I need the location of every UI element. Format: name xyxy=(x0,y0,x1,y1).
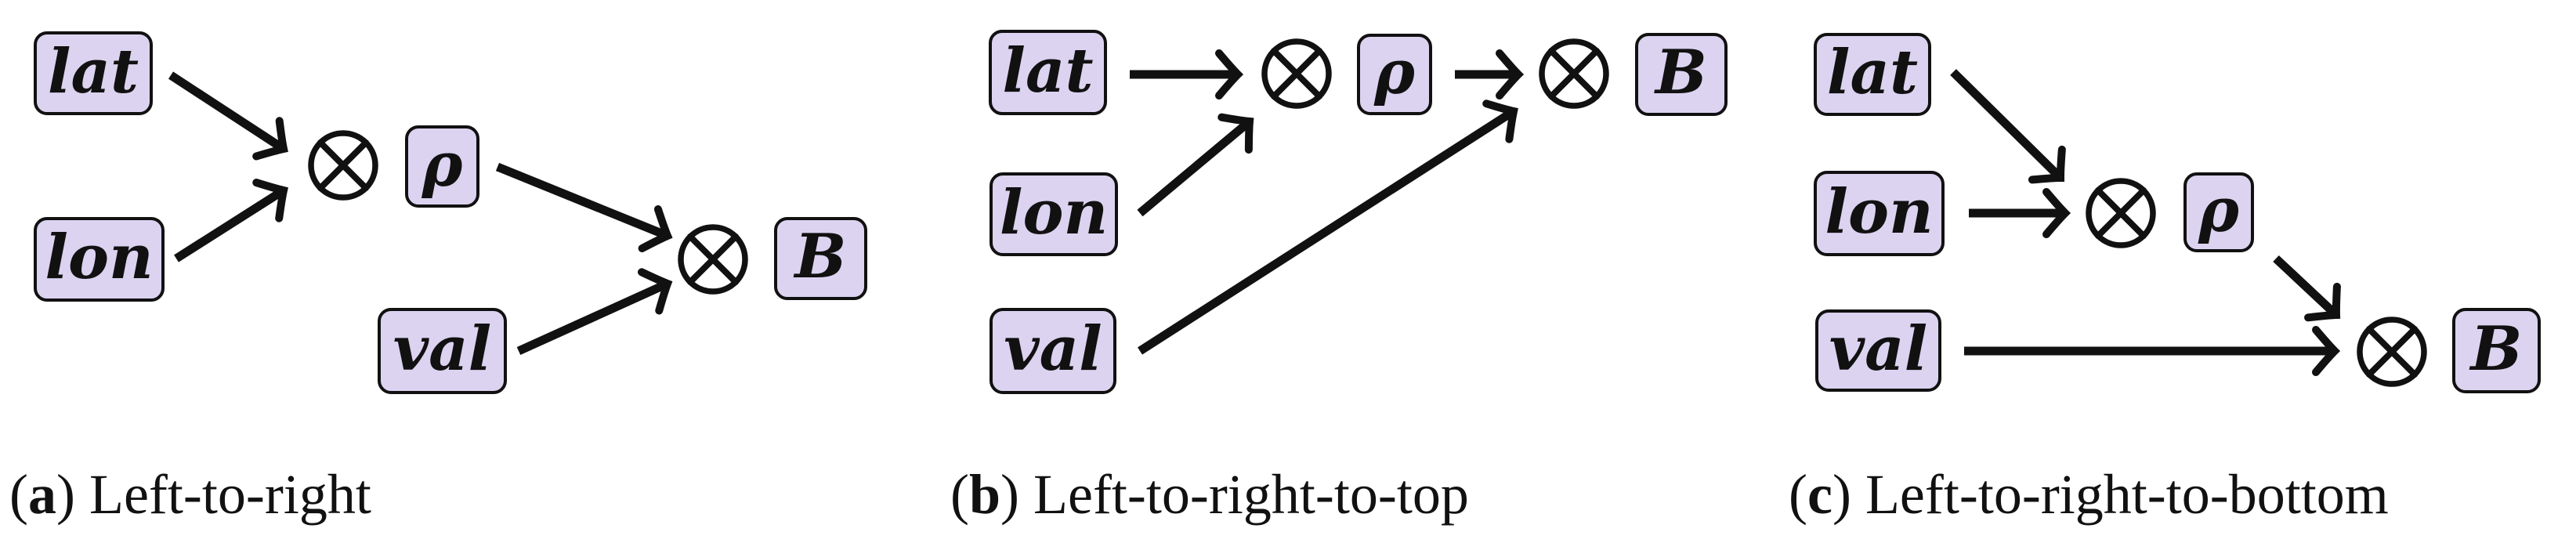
otimes-icon-a-otimes-1 xyxy=(308,130,378,201)
otimes-icon-c-otimes-1 xyxy=(2086,178,2156,248)
caption-a: (a) Left-to-right xyxy=(9,462,371,527)
otimes-icon-c-otimes-2 xyxy=(2357,317,2427,387)
caption-cap-close: ) xyxy=(1832,463,1851,526)
caption-cap-close: ) xyxy=(56,463,75,526)
caption-cap-text: Left-to-right-to-top xyxy=(1033,463,1469,526)
node-label: B xyxy=(1655,37,1707,108)
node-a-rho: ρ xyxy=(405,125,479,208)
node-label: ρ xyxy=(2198,175,2239,246)
node-label: lat xyxy=(1002,34,1094,107)
node-label: val xyxy=(1829,313,1928,385)
caption-b: (b) Left-to-right-to-top xyxy=(950,462,1469,527)
node-label: val xyxy=(1004,313,1102,385)
node-label: lon xyxy=(999,176,1109,248)
node-label: B xyxy=(2470,313,2523,385)
arrow-c-lat-to-otimes-1 xyxy=(1950,69,2066,184)
arrow-a-lat-to-otimes-1 xyxy=(168,71,288,161)
node-label: B xyxy=(794,221,847,292)
node-label: lon xyxy=(45,222,154,293)
otimes-icon-b-otimes-1 xyxy=(1261,38,1332,109)
node-b-val: val xyxy=(990,308,1116,394)
caption-cap-text: Left-to-right xyxy=(89,463,371,526)
node-label: lon xyxy=(1825,175,1934,248)
caption-cap-text: Left-to-right-to-bottom xyxy=(1865,463,2389,526)
caption-cap-open: ( xyxy=(9,463,28,526)
otimes-icon-a-otimes-2 xyxy=(678,224,748,295)
node-label: lat xyxy=(1826,37,1919,108)
caption-cap-letter: b xyxy=(968,463,1001,526)
node-label: lat xyxy=(47,35,139,107)
node-c-lon: lon xyxy=(1814,171,1945,256)
node-b-lon: lon xyxy=(990,172,1118,256)
arrow-a-val-to-otimes-2 xyxy=(516,268,673,356)
caption-cap-letter: a xyxy=(27,463,56,526)
node-label: ρ xyxy=(1374,37,1415,108)
node-a-lon: lon xyxy=(34,217,165,302)
arrow-c-rho-to-otimes-2 xyxy=(2273,255,2341,322)
node-b-lat: lat xyxy=(989,30,1107,115)
node-label: val xyxy=(393,313,492,385)
caption-cap-open: ( xyxy=(950,463,969,526)
node-a-lat: lat xyxy=(34,31,153,115)
node-b-rho: ρ xyxy=(1357,34,1432,115)
node-c-val: val xyxy=(1815,309,1941,392)
arrow-b-val-to-otimes-2 xyxy=(1138,100,1518,355)
arrow-b-lon-to-otimes-1 xyxy=(1137,113,1254,217)
node-c-B: B xyxy=(2452,308,2541,393)
caption-cap-open: ( xyxy=(1789,463,1807,526)
arrow-a-lon-to-otimes-1 xyxy=(174,179,288,262)
caption-c: (c) Left-to-right-to-bottom xyxy=(1789,462,2389,527)
caption-cap-close: ) xyxy=(1000,463,1020,526)
otimes-icon-b-otimes-2 xyxy=(1539,38,1609,109)
caption-cap-letter: c xyxy=(1807,463,1833,526)
node-label: ρ xyxy=(421,128,463,201)
arrow-a-rho-to-otimes-2 xyxy=(495,162,673,253)
node-a-B: B xyxy=(774,217,867,300)
node-a-val: val xyxy=(378,308,507,394)
node-c-rho: ρ xyxy=(2183,172,2254,252)
node-b-B: B xyxy=(1635,33,1728,116)
node-c-lat: lat xyxy=(1814,33,1931,116)
